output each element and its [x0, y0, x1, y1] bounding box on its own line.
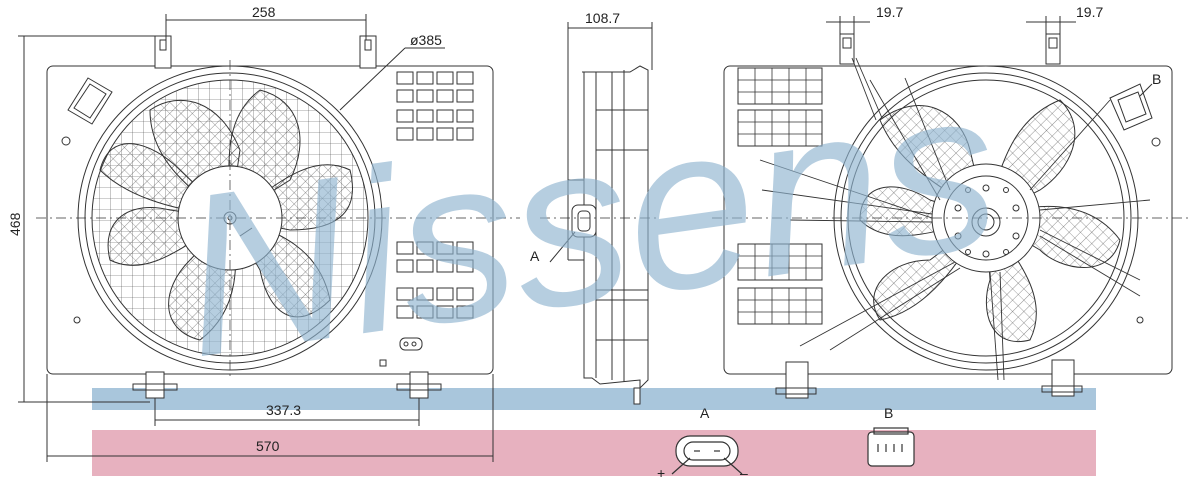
- dim-height: 468: [7, 212, 23, 236]
- connector-b: [867, 427, 915, 467]
- connector-a-label: A: [700, 405, 710, 421]
- side-view: [540, 22, 660, 405]
- blue-band: [92, 388, 1096, 410]
- pink-band: [92, 430, 1096, 476]
- rear-view: [712, 16, 1190, 399]
- connector-b-label: B: [884, 405, 894, 421]
- connector-a-minus: –: [740, 465, 748, 481]
- dim-side-a: 19.7: [876, 4, 904, 20]
- dim-top-width: 258: [252, 4, 276, 20]
- front-view: [18, 14, 520, 462]
- connector-a-plus: +: [657, 465, 666, 481]
- callout-b: B: [1152, 71, 1162, 87]
- dim-depth: 108.7: [585, 10, 621, 26]
- dim-bottom-mount: 337.3: [266, 402, 302, 418]
- dim-overall-width: 570: [256, 438, 280, 454]
- dim-side-b: 19.7: [1076, 4, 1104, 20]
- connector-a: [671, 435, 743, 475]
- callout-a: A: [530, 248, 540, 264]
- dim-fan-diameter: ø385: [410, 32, 442, 48]
